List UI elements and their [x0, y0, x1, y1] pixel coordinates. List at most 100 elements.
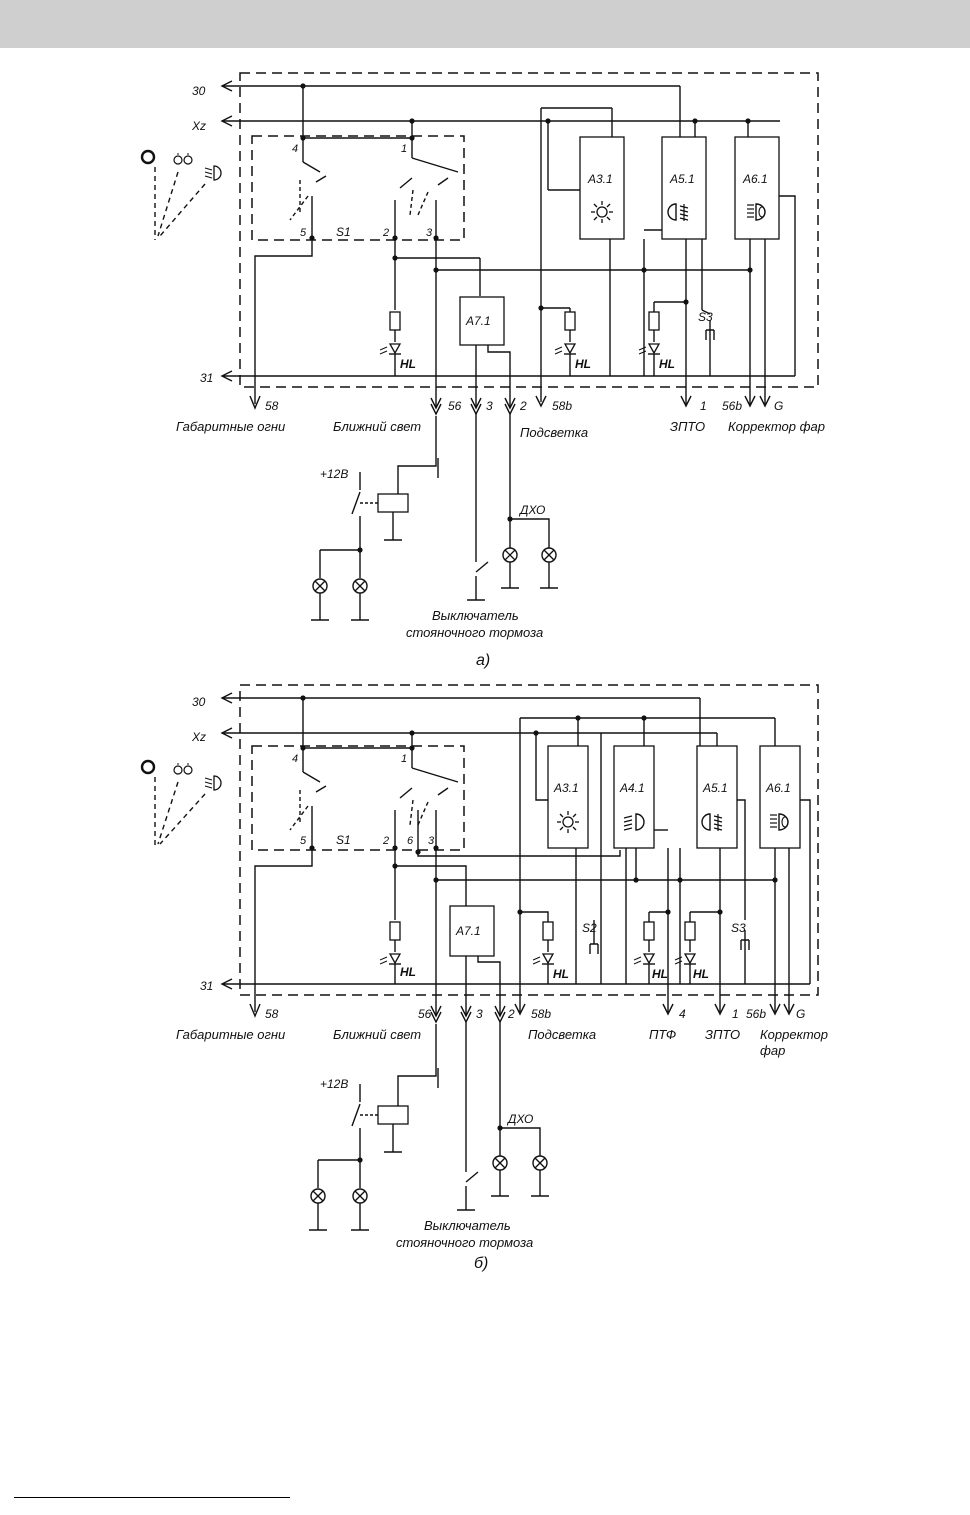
lamp-icon	[312, 578, 328, 594]
terminal-3-b: 3	[476, 1007, 483, 1021]
drl-label-a: ДХО	[518, 503, 545, 517]
drl-label-b: ДХО	[506, 1112, 533, 1126]
switch-pin-2-a: 2	[382, 227, 389, 239]
switch-pin-4-a: 4	[292, 143, 298, 155]
caption-vykl2-b: стояночного тормоза	[396, 1235, 533, 1250]
mode-lowbeam-icon-b	[204, 775, 222, 791]
pin-xz-b: Xz	[191, 730, 206, 744]
indicator-hl-label-b3: HL	[652, 967, 668, 981]
switch-s2-label-b: S2	[582, 921, 597, 935]
module-boundary-a	[239, 72, 819, 388]
footnote-rule	[14, 1497, 290, 1498]
indicator-hl-label-b4: HL	[693, 967, 709, 981]
supply-12v-label-a: +12В	[320, 467, 348, 481]
caption-ptf-b: ПТФ	[649, 1027, 676, 1042]
pin-31-a: 31	[200, 371, 213, 385]
indicator-hl-label-a1: HL	[400, 357, 416, 371]
module-a6-1-label-a: A6.1	[742, 172, 768, 186]
terminal-58b-b: 58b	[531, 1007, 551, 1021]
terminal-56b-b: 56b	[746, 1007, 766, 1021]
module-a5-1-a	[661, 136, 707, 240]
mode-parking-icon	[173, 152, 193, 165]
module-a6-1-label-b: A6.1	[765, 781, 791, 795]
led-icon	[379, 343, 402, 355]
mode-lowbeam-icon	[204, 165, 222, 181]
caption-korr2-b: фар	[760, 1043, 785, 1058]
terminal-56b-a: 56b	[722, 399, 742, 413]
switch-pin-5-b: 5	[300, 835, 307, 847]
switch-s3-label-a: S3	[698, 310, 713, 324]
switch-pin-2-b: 2	[382, 835, 389, 847]
module-a5-1-label-a: A5.1	[669, 172, 695, 186]
indicator-hl-label-a3: HL	[659, 357, 675, 371]
terminal-56-b: 56	[418, 1007, 432, 1021]
terminal-2-a: 2	[519, 399, 527, 413]
module-a6-1-b	[759, 745, 801, 849]
module-a7-1-label-b: A7.1	[455, 924, 481, 938]
indicator-hl-label-b1: HL	[400, 965, 416, 979]
caption-vykl1-a: Выключатель	[432, 608, 519, 623]
module-a4-1-label-b: A4.1	[619, 781, 645, 795]
terminal-56-a: 56	[448, 399, 462, 413]
switch-pin-3-b: 3	[428, 835, 435, 847]
indicator-hl-label-b2: HL	[553, 967, 569, 981]
terminal-g-a: G	[774, 399, 783, 413]
switch-s3-label-b: S3	[731, 921, 746, 935]
switch-s1-boundary-a	[251, 135, 465, 241]
caption-podsv-a: Подсветка	[520, 425, 588, 440]
terminal-2-b: 2	[507, 1007, 515, 1021]
mode-parking-icon-b	[173, 762, 193, 775]
caption-vykl1-b: Выключатель	[424, 1218, 511, 1233]
module-a3-1-a	[579, 136, 625, 240]
switch-s1-boundary-b	[251, 745, 465, 851]
caption-korr1-b: Корректор	[760, 1027, 828, 1042]
caption-korr-a: Корректор фар	[728, 419, 825, 434]
pin-30-a: 30	[192, 84, 206, 98]
terminal-g-b: G	[796, 1007, 805, 1021]
switch-pin-6-b: 6	[407, 835, 414, 847]
module-a7-1-label-a: A7.1	[465, 314, 491, 328]
module-a7-1-a	[459, 296, 505, 346]
terminal-58-a: 58	[265, 399, 279, 413]
module-a6-1-a	[734, 136, 780, 240]
switch-pin-4-b: 4	[292, 753, 298, 765]
pin-30-b: 30	[192, 695, 206, 709]
diagram-a: 30 Xz 31 4 5 1 2 3 S1	[140, 72, 825, 669]
caption-vykl2-a: стояночного тормоза	[406, 625, 543, 640]
caption-podsv-b: Подсветка	[528, 1027, 596, 1042]
module-a7-1-b	[449, 905, 495, 957]
switch-pin-3-a: 3	[426, 227, 433, 239]
caption-blizh-a: Ближний свет	[333, 419, 421, 434]
diagram-b: 30 Xz 31 4 5 1 2 6 3 S1	[140, 684, 828, 1272]
module-a5-1-b	[696, 745, 738, 849]
supply-12v-label-b: +12В	[320, 1077, 348, 1091]
mode-off-icon	[140, 149, 156, 165]
caption-gabarit-a: Габаритные огни	[176, 419, 285, 434]
terminal-1-b: 1	[732, 1007, 739, 1021]
module-a3-1-label-b: A3.1	[553, 781, 579, 795]
page-header-bar	[0, 0, 970, 48]
switch-s1-label-b: S1	[336, 833, 351, 847]
caption-gabarit-b: Габаритные огни	[176, 1027, 285, 1042]
switch-pin-1-b: 1	[401, 753, 407, 765]
module-a3-1-label-a: A3.1	[587, 172, 613, 186]
switch-pin-5-a: 5	[300, 227, 307, 239]
caption-zpto-a: ЗПТО	[670, 419, 705, 434]
terminal-58b-a: 58b	[552, 399, 572, 413]
indicator-hl-label-a2: HL	[575, 357, 591, 371]
caption-blizh-b: Ближний свет	[333, 1027, 421, 1042]
terminal-3-a: 3	[486, 399, 493, 413]
switch-pin-1-a: 1	[401, 143, 407, 155]
figure-label-a: а)	[476, 652, 490, 669]
caption-zpto-b: ЗПТО	[705, 1027, 740, 1042]
switch-s1-label-a: S1	[336, 225, 351, 239]
module-a5-1-label-b: A5.1	[702, 781, 728, 795]
pin-31-b: 31	[200, 979, 213, 993]
module-a4-1-b	[613, 745, 655, 849]
mode-off-icon-b	[140, 759, 156, 775]
terminal-58-b: 58	[265, 1007, 279, 1021]
terminal-4-b: 4	[679, 1007, 686, 1021]
figure-label-b: б)	[474, 1255, 488, 1272]
module-boundary-b	[239, 684, 819, 996]
